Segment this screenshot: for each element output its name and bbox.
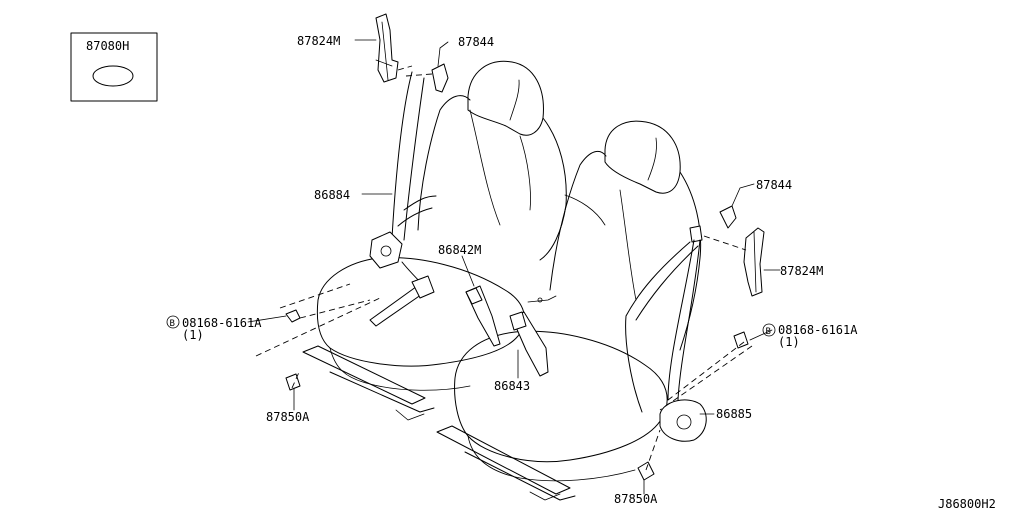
anchor-bolt-icon (285, 373, 301, 391)
left-belt-assembly (369, 13, 449, 327)
right-anchor-bolts (637, 331, 753, 481)
label-08168-6161a-left: 08168-6161A (182, 316, 262, 330)
bolt-icon (285, 309, 301, 323)
label-86884: 86884 (314, 188, 350, 202)
label-87844-left: 87844 (458, 35, 494, 49)
label-87824m-left: 87824M (297, 34, 340, 48)
anchor-bolt-icon (637, 461, 655, 481)
left-seat-outline (302, 60, 567, 421)
oval-plug-icon (92, 65, 134, 87)
diagram-code: J86800H2 (938, 497, 996, 511)
center-buckles (465, 285, 557, 377)
label-87824m-right: 87824M (780, 264, 823, 278)
label-qty-left: (1) (182, 328, 204, 342)
inset-part-label: 87080H (86, 39, 129, 53)
label-87844-right: 87844 (756, 178, 792, 192)
b-symbol-left-icon (166, 315, 180, 329)
b-symbol-right: B (766, 327, 771, 337)
b-symbol-left: B (170, 319, 175, 329)
label-08168-6161a-right: 08168-6161A (778, 323, 858, 337)
label-86842m: 86842M (438, 243, 481, 257)
label-qty-right: (1) (778, 335, 800, 349)
label-86885: 86885 (716, 407, 752, 421)
label-86843: 86843 (494, 379, 530, 393)
inset-box: 87080H (70, 32, 158, 102)
bolt-icon (733, 331, 749, 349)
part-labels: 87824M 87844 86884 86842M B 08168-6161A … (166, 34, 996, 511)
right-belt-assembly (625, 205, 765, 442)
left-anchor-bolts (255, 283, 381, 391)
label-87850a-right: 87850A (614, 492, 658, 506)
label-87850a-left: 87850A (266, 410, 310, 424)
leader-lines (247, 39, 781, 495)
b-symbol-right-icon (762, 323, 776, 337)
